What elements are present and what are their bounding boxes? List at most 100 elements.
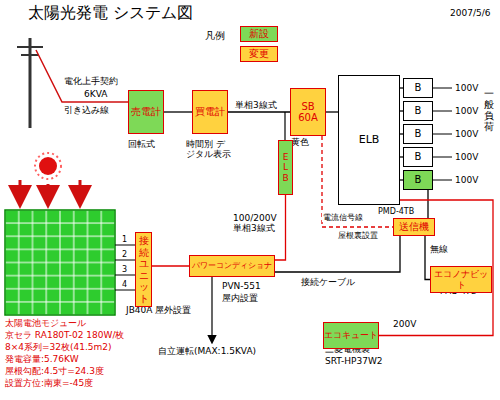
wire-label: 電流信号線 bbox=[322, 213, 364, 222]
text-label: 回転式 bbox=[128, 139, 155, 149]
text-label: 時間別 デジタル表示 bbox=[186, 139, 232, 160]
legend-text: 新設 bbox=[249, 27, 269, 41]
component-text: エコノナビット bbox=[431, 269, 491, 290]
text-label: 2007/5/6 bbox=[450, 8, 490, 18]
component-box: 買電計 bbox=[192, 90, 228, 134]
text-label: 一般負荷 bbox=[484, 88, 494, 132]
text-label: 太陽電池モジュール bbox=[5, 318, 86, 328]
component-text: B bbox=[415, 105, 422, 117]
sun-rays bbox=[35, 153, 61, 179]
connector-wire bbox=[152, 265, 189, 266]
component-box: パワーコンディショナ bbox=[189, 255, 275, 277]
component-box: ELB bbox=[278, 140, 293, 195]
text-label: 4 bbox=[122, 280, 127, 289]
sunlight-arrow bbox=[47, 184, 50, 203]
text-label: 凡例 bbox=[205, 30, 225, 42]
component-box: 接続ユニット bbox=[135, 232, 152, 307]
text-label: 100V bbox=[455, 129, 478, 139]
solar-panel-array bbox=[5, 210, 115, 315]
text-label: 100V bbox=[455, 175, 478, 185]
sunlight-arrow bbox=[19, 180, 22, 203]
component-box: エコキュート bbox=[323, 322, 379, 349]
text-label: 6KVA bbox=[84, 89, 107, 99]
wire-label: 200V bbox=[392, 319, 417, 329]
string-wire bbox=[115, 290, 135, 291]
text-label: 屋根裏設置 bbox=[338, 231, 378, 240]
component-box: エコノナビット bbox=[430, 266, 492, 293]
connector-wire bbox=[326, 111, 338, 112]
string-wire bbox=[115, 275, 135, 276]
wire-label: 単相3線式 bbox=[234, 100, 278, 110]
component-text: ELB bbox=[281, 152, 290, 183]
connector-wire bbox=[427, 190, 428, 218]
component-box: B bbox=[403, 170, 433, 190]
text-label: PVN-551 bbox=[222, 281, 261, 291]
component-text: B bbox=[415, 82, 422, 94]
text-label: 8×4系列=32枚(41.5m2) bbox=[5, 342, 112, 352]
component-box: 売電計 bbox=[128, 90, 164, 134]
text-label: 京セラ RA180T-02 180W/枚 bbox=[5, 330, 124, 340]
pole-crossbar bbox=[17, 46, 43, 48]
text-label: 3 bbox=[122, 265, 127, 274]
text-label: 100V bbox=[455, 106, 478, 116]
pole-crossbar bbox=[21, 54, 39, 56]
component-box: B bbox=[403, 147, 433, 167]
component-box: B bbox=[403, 78, 433, 98]
string-wire bbox=[115, 245, 135, 246]
component-box: ELB bbox=[338, 75, 400, 205]
string-wire bbox=[115, 260, 135, 261]
circuit-wire bbox=[433, 157, 452, 158]
diagram-title: 太陽光発電 システム図 bbox=[28, 4, 193, 22]
sunlight-arrow bbox=[79, 180, 82, 203]
text-label: 100V bbox=[455, 83, 478, 93]
component-text: B bbox=[415, 174, 422, 186]
component-text: B bbox=[415, 151, 422, 163]
text-label: 電化上手契約 bbox=[64, 76, 118, 86]
branch-wire bbox=[284, 112, 285, 140]
component-box: SB 60A bbox=[290, 88, 326, 136]
component-text: ELB bbox=[359, 134, 380, 147]
wire-label: 100/200V 単相3線式 bbox=[232, 213, 284, 234]
text-label: 自立運転(MAX:1.5KVA) bbox=[158, 346, 256, 356]
service-drop-wire bbox=[36, 50, 128, 102]
legend-swatch: 変更 bbox=[240, 46, 278, 62]
component-box: B bbox=[403, 124, 433, 144]
component-box: B bbox=[403, 101, 433, 121]
circuit-wire bbox=[433, 134, 452, 135]
text-label: 1 bbox=[122, 235, 127, 244]
legend-text: 変更 bbox=[249, 47, 269, 61]
text-label: 屋根勾配:4.5寸=24.3度 bbox=[5, 366, 104, 376]
component-box: 送信機 bbox=[393, 218, 435, 236]
circuit-wire bbox=[433, 111, 452, 112]
component-text: 送信機 bbox=[399, 221, 429, 233]
component-text: エコキュート bbox=[324, 330, 378, 340]
legend-swatch: 新設 bbox=[240, 26, 278, 42]
circuit-wire bbox=[433, 88, 452, 89]
wire-label: 接続ケーブル bbox=[300, 277, 356, 287]
component-text: B bbox=[415, 128, 422, 140]
connector-wire bbox=[275, 236, 400, 272]
connector-wire bbox=[164, 111, 192, 112]
text-label: PMD-4TB bbox=[378, 207, 414, 216]
wire-label: 無線 bbox=[429, 244, 449, 254]
text-label: 屋内設置 bbox=[222, 293, 258, 303]
text-label: 引き込み線 bbox=[64, 105, 109, 115]
component-text: SB 60A bbox=[291, 101, 325, 124]
text-label: 黄色 bbox=[291, 137, 309, 147]
text-label: 2 bbox=[122, 250, 127, 259]
text-label: 発電容量:5.76KW bbox=[5, 354, 79, 364]
component-text: 買電計 bbox=[195, 106, 225, 118]
text-label: SRT-HP37W2 bbox=[325, 356, 383, 366]
component-text: パワーコンディショナ bbox=[192, 261, 272, 270]
connector-wire bbox=[379, 200, 493, 336]
standalone-output-arrow bbox=[211, 277, 212, 342]
component-text: 接続ユニット bbox=[139, 235, 149, 304]
text-label: 100V bbox=[455, 152, 478, 162]
connector-wire bbox=[228, 111, 290, 112]
text-label: 設置方位:南東=-45度 bbox=[5, 378, 93, 388]
component-text: 売電計 bbox=[131, 106, 161, 118]
utility-pole bbox=[29, 38, 32, 128]
sun-symbol bbox=[39, 157, 57, 175]
circuit-wire bbox=[433, 180, 452, 181]
